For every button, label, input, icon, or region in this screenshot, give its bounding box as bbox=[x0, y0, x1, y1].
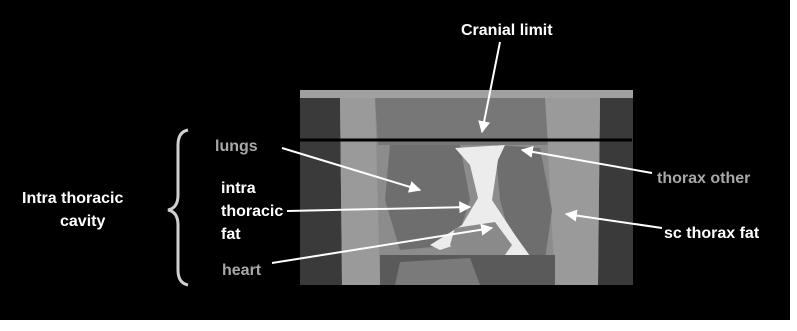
scan-upper-region bbox=[375, 98, 548, 145]
cavity-label-line1: Intra thoracic bbox=[22, 190, 123, 207]
intra-thoracic-fat-label-line2: thoracic bbox=[221, 203, 283, 220]
scan-dark-right bbox=[598, 98, 633, 285]
intra-thoracic-fat-label-line1: intra bbox=[221, 180, 256, 197]
scan-sc-fat-left bbox=[340, 98, 380, 285]
cavity-label-line2: cavity bbox=[60, 213, 105, 230]
scan-lower-blob bbox=[395, 258, 480, 285]
thorax-other-label: thorax other bbox=[657, 170, 750, 187]
intra-thoracic-fat-label-line3: fat bbox=[221, 226, 241, 243]
lungs-label: lungs bbox=[215, 138, 258, 155]
scan-dark-top bbox=[300, 90, 633, 98]
heart-label: heart bbox=[222, 262, 262, 279]
sc-thorax-fat-label: sc thorax fat bbox=[664, 225, 760, 242]
mri-scan-image bbox=[300, 90, 633, 285]
cranial-limit-label: Cranial limit bbox=[461, 22, 553, 39]
